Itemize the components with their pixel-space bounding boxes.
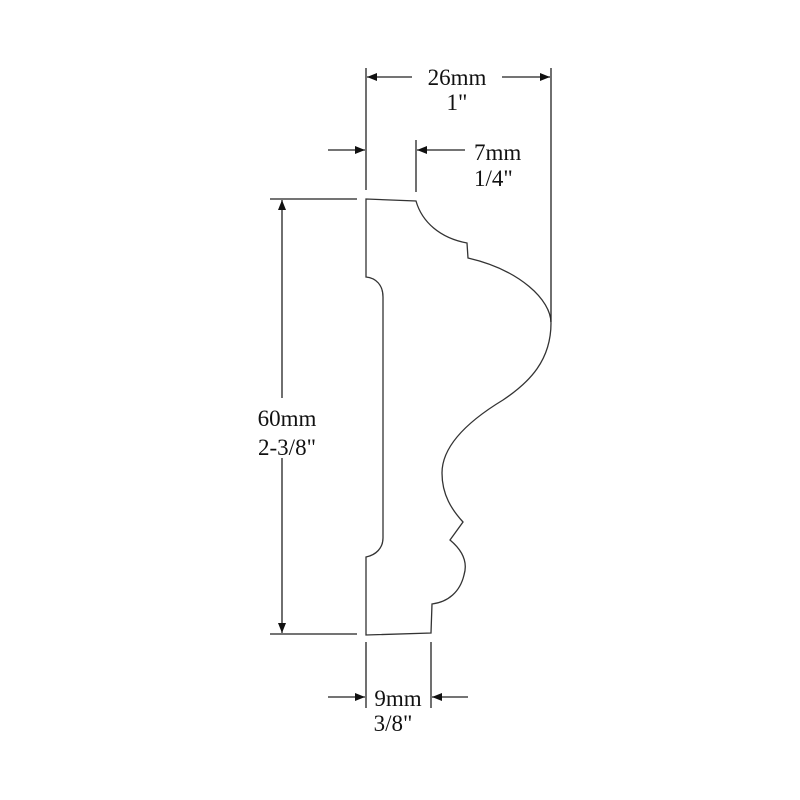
overall-depth-imperial: 1" — [447, 90, 468, 115]
molding-profile-outline — [365, 198, 552, 636]
height-imperial: 2-3/8" — [258, 435, 316, 460]
dimension-bottom-step: 9mm 3/8" — [328, 642, 468, 736]
dimension-height: 60mm 2-3/8" — [258, 198, 357, 635]
top-step-metric: 7mm — [474, 140, 521, 165]
bottom-step-imperial: 3/8" — [374, 711, 413, 736]
height-metric: 60mm — [258, 406, 317, 431]
dimension-top-step: 7mm 1/4" — [328, 140, 521, 192]
overall-depth-metric: 26mm — [428, 65, 487, 90]
top-step-imperial: 1/4" — [474, 166, 513, 191]
bottom-step-metric: 9mm — [374, 686, 421, 711]
dimension-overall-depth: 26mm 1" — [365, 65, 552, 322]
